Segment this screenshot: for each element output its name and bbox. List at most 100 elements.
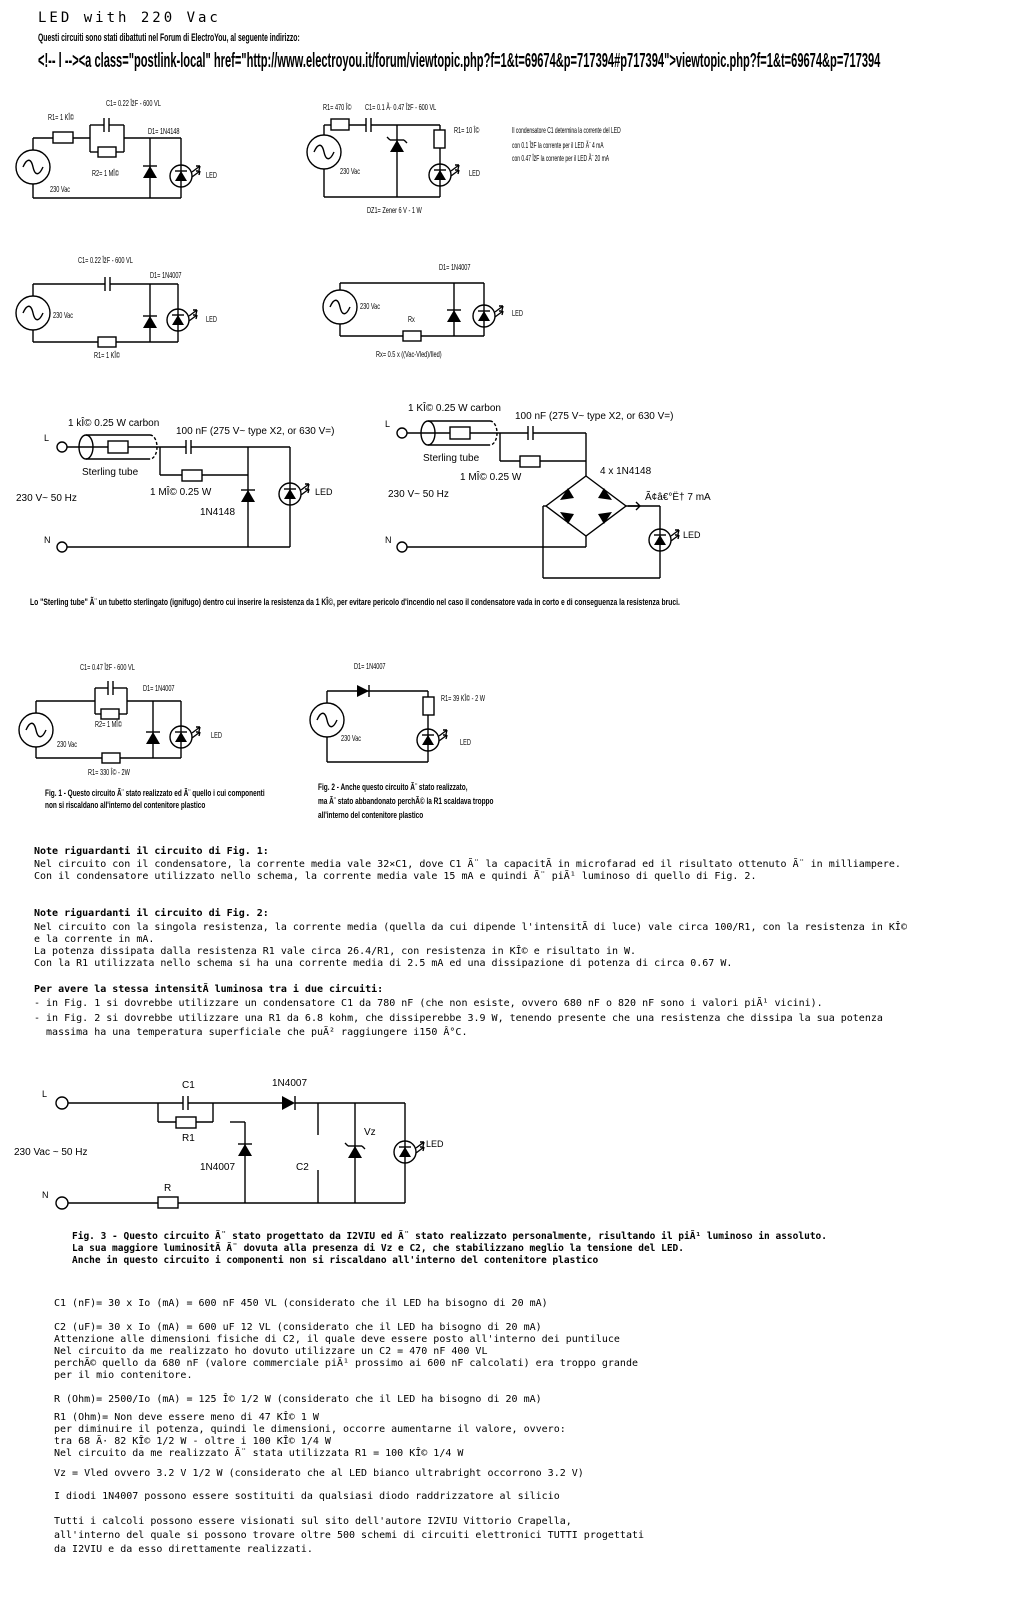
r-label-fig3: R	[164, 1183, 171, 1194]
d1-label-3: D1= 1N4007	[150, 272, 182, 280]
c1-label-3: C1= 0.22 ÎžF - 600 VL	[78, 255, 133, 265]
forum-link-text: <!-- l --><a class="postlink-local" href…	[38, 50, 881, 72]
led-label-2: LED	[469, 170, 480, 178]
c1-label: C1= 0.22 ÎžF - 600 VL	[106, 98, 161, 108]
notes2-title: Note riguardanti il circuito di Fig. 2:	[34, 908, 269, 919]
calc-vz: Vz = Vled ovvero 3.2 V 1/2 W (considerat…	[54, 1468, 584, 1479]
circuit-1	[15, 118, 201, 199]
footer-line-3: da I2VIU e da esso direttamente realizza…	[54, 1544, 313, 1555]
rbig-label-6: 1 MÎ© 0.25 W	[460, 470, 522, 483]
led-label-fig2: LED	[460, 739, 471, 747]
notes3-title: Per avere la stessa intensitÃ luminosa t…	[34, 984, 384, 995]
rx-formula: Rx= 0.5 x ((Vac-Vled)/Iled)	[376, 351, 442, 359]
fig-1-circuit	[18, 681, 201, 764]
source-label-4: 230 Vac	[360, 303, 381, 311]
d1-label: D1= 1N4148	[148, 128, 180, 136]
footer-line-1: Tutti i calcoli possono essere visionati…	[54, 1516, 572, 1527]
notes3-line-1: - in Fig. 1 si dovrebbe utilizzare un co…	[34, 998, 823, 1009]
notes2-line-3: La potenza dissipata dalla resistenza R1…	[34, 946, 637, 957]
r1-label-fig2: R1= 39 KÎ© - 2 W	[441, 693, 485, 703]
notes1-line-1: Nel circuito con il condensatore, la cor…	[34, 859, 901, 870]
d1-label-fig1: D1= 1N4007	[143, 685, 175, 693]
led-label-4: LED	[512, 310, 523, 318]
r1-label-2: R1= 470 Î©	[323, 102, 352, 112]
notes2-line-2: e la corrente in mA.	[34, 934, 155, 945]
r1-label: R1= 1 KÎ©	[48, 112, 74, 122]
calc-c1: C1 (nF)= 30 x Io (mA) = 600 nF 450 VL (c…	[54, 1298, 548, 1309]
calc-diodes: I diodi 1N4007 possono essere sostituiti…	[54, 1491, 560, 1502]
d1-label-4: D1= 1N4007	[439, 264, 471, 272]
terminal-n-fig3: N	[42, 1190, 49, 1200]
r2-label-fig1: R2= 1 MÎ©	[95, 719, 122, 729]
fig3-caption-3: Anche in questo circuito i componenti no…	[72, 1255, 599, 1266]
circuit-2	[306, 118, 460, 198]
notes1-title: Note riguardanti il circuito di Fig. 1:	[34, 846, 269, 857]
calc-r1-4: Nel circuito da me realizzato Ã¨ stata u…	[54, 1448, 464, 1459]
sterling-note: Lo "Sterling tube" Ã¨ un tubetto sterlin…	[30, 597, 680, 607]
calc-c2-1: C2 (uF)= 30 x Io (mA) = 600 uF 12 VL (co…	[54, 1322, 542, 1333]
fig3-caption-1: Fig. 3 - Questo circuito Ã¨ stato proget…	[72, 1231, 827, 1242]
led-label: LED	[206, 172, 217, 180]
circuit-4	[322, 282, 504, 342]
vz-label: Vz	[364, 1127, 376, 1138]
notes2-line-1: Nel circuito con la singola resistenza, …	[34, 922, 907, 933]
terminal-n-5: N	[44, 535, 51, 545]
c1-note-3: con 0.47 ÎžF la corrente per il LED Ã¨ 2…	[512, 153, 610, 164]
calc-c2-3: Nel circuito da me realizzato ho dovuto …	[54, 1346, 488, 1357]
calc-c2-5: per il mio contenitore.	[54, 1370, 193, 1381]
r-carbon-label: 1 kÎ© 0.25 W carbon	[68, 416, 159, 429]
source-label-5: 230 V~ 50 Hz	[16, 493, 77, 504]
zener-label: DZ1= Zener 6 V - 1 W	[367, 207, 422, 215]
terminal-l-6: L	[385, 419, 390, 429]
fig2-caption-3: all'interno del contenitore plastico	[318, 810, 424, 820]
r1-label-3: R1= 1 KÎ©	[94, 350, 120, 360]
calc-c2-4: perchÃ© quello da 680 nF (valore commerc…	[54, 1358, 638, 1369]
c1-label-fig3: C1	[182, 1080, 195, 1091]
rx-label: Rx	[408, 316, 415, 324]
source-label-fig3: 230 Vac ~ 50 Hz	[14, 1147, 87, 1158]
terminal-l-fig3: L	[42, 1089, 47, 1099]
circuit-3	[15, 277, 198, 348]
diode-label-fig3: 1N4007	[272, 1078, 307, 1089]
sterling-tube-label-6: Sterling tube	[423, 453, 480, 464]
page-title: LED with 220 Vac	[38, 10, 221, 26]
calc-r1-3: tra 68 Ã· 82 KÎ© 1/2 W - oltre i 100 KÎ©…	[54, 1436, 331, 1447]
led-label-fig1: LED	[211, 732, 222, 740]
bridge-label: 4 x 1N4148	[600, 466, 652, 477]
r1-label-fig3: R1	[182, 1133, 195, 1144]
r2-label: R2= 1 MÎ©	[92, 168, 119, 178]
fig2-caption-1: Fig. 2 - Anche questo circuito Ã¨ stato …	[318, 782, 468, 792]
calc-c2-2: Attenzione alle dimensioni fisiche di C2…	[54, 1334, 620, 1345]
current-label: Ã¢â€°Ë† 7 mA	[645, 490, 711, 503]
notes1-line-2: Con il condensatore utilizzato nello sch…	[34, 871, 757, 882]
led-label-5: LED	[315, 487, 333, 497]
circuit-6	[396, 420, 680, 579]
terminal-n-6: N	[385, 535, 392, 545]
notes3-line-3: massima ha una temperatura superficiale …	[34, 1027, 468, 1038]
cap-label-6: 100 nF (275 V~ type X2, or 630 V=)	[515, 411, 673, 422]
calc-r1-2: per diminuire il potenza, quindi le dime…	[54, 1424, 566, 1435]
circuit-5	[56, 434, 310, 553]
fig1-caption-1: Fig. 1 - Questo circuito Ã¨ stato realiz…	[45, 788, 265, 798]
calc-r1-1: R1 (Ohm)= Non deve essere meno di 47 KÎ©…	[54, 1412, 319, 1423]
calc-r: R (Ohm)= 2500/Io (mA) = 125 Î© 1/2 W (co…	[54, 1394, 542, 1405]
notes2-line-4: Con la R1 utilizzata nello schema si ha …	[34, 958, 733, 969]
footer-line-2: all'interno del quale si possono trovare…	[54, 1530, 645, 1541]
source-label-fig1: 230 Vac	[57, 741, 78, 749]
diode-label-5: 1N4148	[200, 507, 235, 518]
fig-2-circuit	[309, 685, 448, 763]
r1b-label-2: R1= 10 Î©	[454, 125, 479, 135]
terminal-l-5: L	[44, 433, 49, 443]
source-label: 230 Vac	[50, 186, 71, 194]
d1-label-fig2: D1= 1N4007	[354, 663, 386, 671]
r1-label-fig1: R1= 330 Î© - 2W	[88, 767, 130, 777]
source-label-6: 230 V~ 50 Hz	[388, 489, 449, 500]
c1-label-fig1: C1= 0.47 ÎžF - 600 VL	[80, 662, 135, 672]
fig2-caption-2: ma Ã¨ stato abbandonato perchÃ© la R1 sc…	[318, 796, 494, 806]
notes3-line-2: - in Fig. 2 si dovrebbe utilizzare una R…	[34, 1013, 883, 1024]
c1-note-2: con 0.1 ÎžF la corrente per il LED Ã¨ 4 …	[512, 140, 604, 151]
fig1-caption-2: non si riscaldano all'interno del conten…	[45, 800, 206, 810]
source-label-2: 230 Vac	[340, 168, 361, 176]
fig-3-circuit	[55, 1096, 425, 1210]
